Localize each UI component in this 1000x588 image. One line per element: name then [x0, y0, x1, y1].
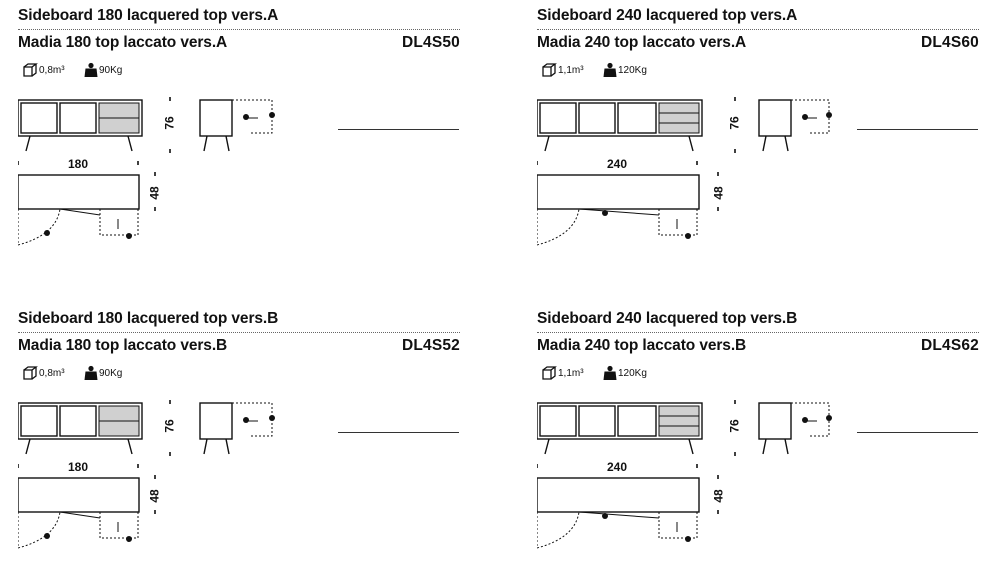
rule-line — [857, 432, 978, 433]
volume-spec: 0,8m³ — [22, 61, 65, 79]
technical-drawing — [18, 97, 275, 246]
front-view — [537, 402, 703, 455]
front-view — [537, 99, 703, 152]
dotted-separator — [18, 332, 460, 333]
weight-icon — [603, 365, 617, 380]
product-card-sideboard-240-b: Sideboard 240 lacquered top vers.B Madia… — [537, 308, 997, 588]
height-dimension: 76 — [162, 116, 177, 130]
weight-spec: 120Kg — [603, 61, 647, 79]
rule-line — [338, 129, 459, 130]
product-code: DL4S52 — [401, 337, 460, 354]
volume-value: 0,8m³ — [39, 367, 65, 379]
volume-spec: 1,1m³ — [541, 61, 584, 79]
weight-icon — [84, 365, 98, 380]
product-code: DL4S50 — [401, 34, 460, 51]
title-english: Sideboard 180 lacquered top vers.B — [18, 310, 279, 327]
volume-value: 1,1m³ — [558, 64, 584, 76]
title-italian: Madia 240 top laccato vers.B — [537, 337, 747, 354]
volume-spec: 0,8m³ — [22, 364, 65, 382]
volume-value: 1,1m³ — [558, 367, 584, 379]
title-english: Sideboard 180 lacquered top vers.A — [18, 7, 279, 24]
product-card-sideboard-240-a: Sideboard 240 lacquered top vers.A Madia… — [537, 5, 997, 285]
weight-spec: 120Kg — [603, 364, 647, 382]
product-code: DL4S62 — [920, 337, 979, 354]
top-view — [537, 161, 719, 246]
weight-icon — [84, 62, 98, 77]
title-english: Sideboard 240 lacquered top vers.B — [537, 310, 798, 327]
weight-value: 120Kg — [618, 367, 647, 379]
title-english: Sideboard 240 lacquered top vers.A — [537, 7, 798, 24]
depth-dimension: 48 — [147, 186, 162, 200]
title-italian: Madia 180 top laccato vers.A — [18, 34, 228, 51]
box-volume-icon — [23, 63, 38, 77]
side-view — [758, 402, 832, 455]
technical-drawing — [18, 400, 275, 549]
depth-dimension: 48 — [147, 489, 162, 503]
front-view — [18, 99, 143, 152]
top-view — [18, 464, 156, 549]
rule-line — [857, 129, 978, 130]
weight-spec: 90Kg — [84, 364, 122, 382]
rule-line — [338, 432, 459, 433]
height-dimension: 76 — [162, 419, 177, 433]
box-volume-icon — [542, 63, 557, 77]
height-dimension: 76 — [727, 116, 742, 130]
technical-drawing — [537, 400, 832, 549]
side-view — [199, 402, 275, 455]
dotted-separator — [537, 29, 979, 30]
title-italian: Madia 180 top laccato vers.B — [18, 337, 228, 354]
weight-value: 90Kg — [99, 367, 123, 379]
side-view — [758, 99, 832, 152]
weight-icon — [603, 62, 617, 77]
weight-value: 120Kg — [618, 64, 647, 76]
weight-spec: 90Kg — [84, 61, 122, 79]
product-card-sideboard-180-a: Sideboard 180 lacquered top vers.A Madia… — [18, 5, 478, 285]
width-dimension: 180 — [68, 157, 89, 171]
volume-value: 0,8m³ — [39, 64, 65, 76]
dotted-separator — [18, 29, 460, 30]
box-volume-icon — [542, 366, 557, 380]
dotted-separator — [537, 332, 979, 333]
weight-value: 90Kg — [99, 64, 123, 76]
box-volume-icon — [23, 366, 38, 380]
height-dimension: 76 — [727, 419, 742, 433]
width-dimension: 180 — [68, 460, 89, 474]
depth-dimension: 48 — [711, 489, 726, 503]
side-view — [199, 99, 275, 152]
volume-spec: 1,1m³ — [541, 364, 584, 382]
width-dimension: 240 — [607, 157, 628, 171]
technical-drawing — [537, 97, 832, 246]
product-code: DL4S60 — [920, 34, 979, 51]
top-view — [537, 464, 719, 549]
width-dimension: 240 — [607, 460, 628, 474]
title-italian: Madia 240 top laccato vers.A — [537, 34, 747, 51]
depth-dimension: 48 — [711, 186, 726, 200]
product-card-sideboard-180-b: Sideboard 180 lacquered top vers.B Madia… — [18, 308, 478, 588]
top-view — [18, 161, 156, 246]
front-view — [18, 402, 143, 455]
